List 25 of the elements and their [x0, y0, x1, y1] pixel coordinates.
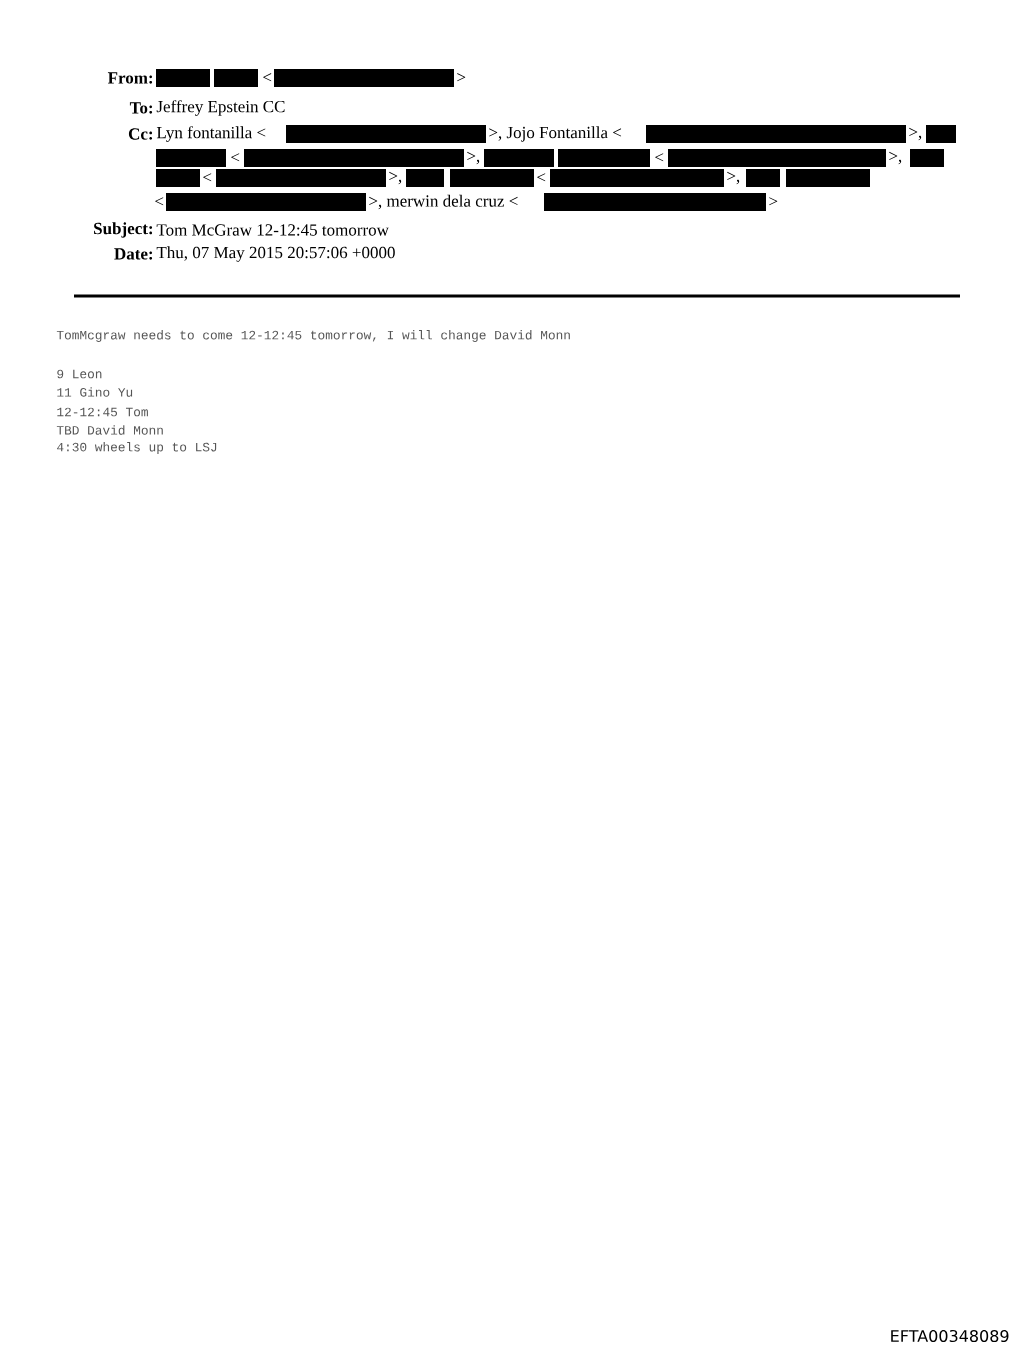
header-text: < — [155, 197, 164, 206]
field-label: Subject: — [94, 222, 153, 238]
document-number: EFTA00348089 — [891, 1329, 1009, 1343]
header-text: > — [769, 197, 778, 206]
header-text: >, — [909, 127, 922, 141]
field-label: Date: — [114, 248, 153, 260]
header-text: < — [655, 153, 664, 162]
header-text: >, — [467, 151, 480, 165]
header-text: Lyn fontanilla < — [156, 126, 266, 142]
header-text: > — [457, 73, 466, 82]
field-label: From: — [107, 72, 153, 84]
field-label: To: — [129, 102, 153, 114]
header-text: < — [537, 173, 546, 182]
header-text: >, — [889, 151, 902, 165]
header-text: < — [231, 153, 240, 162]
header-text: < — [263, 73, 272, 82]
field-label: Cc: — [128, 128, 153, 140]
header-text: >, — [727, 171, 740, 185]
header-text: >, — [389, 171, 402, 185]
header-text: >, merwin dela cruz < — [369, 194, 518, 210]
header-text: Tom McGraw 12-12:45 tomorrow — [156, 224, 389, 236]
header-text: >, Jojo Fontanilla < — [489, 126, 622, 142]
header-text: Jeffrey Epstein CC — [156, 100, 285, 116]
header-text: < — [203, 173, 212, 182]
header-text: Thu, 07 May 2015 20:57:06 +0000 — [156, 246, 395, 262]
